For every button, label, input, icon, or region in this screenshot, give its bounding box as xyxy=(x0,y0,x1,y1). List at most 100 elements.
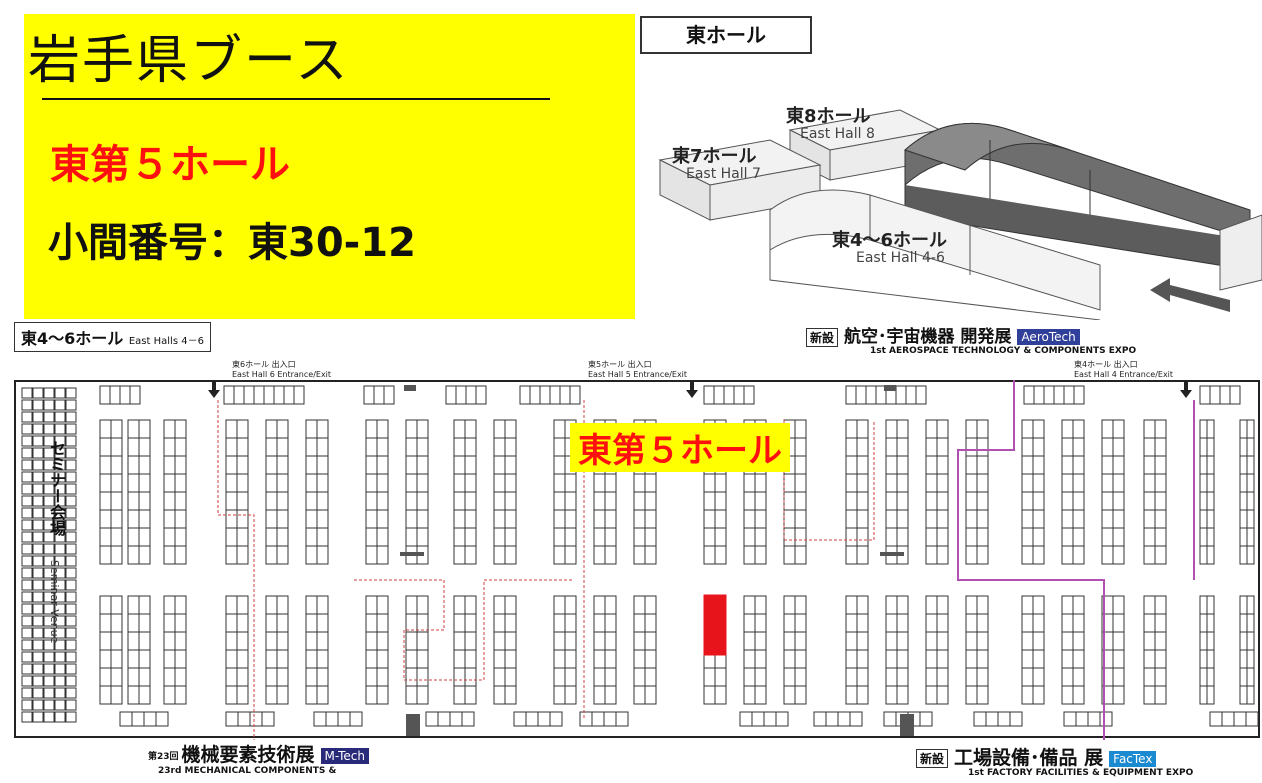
booth xyxy=(265,649,278,669)
booth xyxy=(416,509,429,529)
booth xyxy=(265,473,278,493)
booth xyxy=(896,509,909,529)
booth xyxy=(1206,595,1215,615)
booth xyxy=(453,527,466,547)
booth xyxy=(1112,419,1125,439)
booth xyxy=(1101,473,1114,493)
booth xyxy=(376,649,389,669)
booth xyxy=(21,711,33,723)
booth xyxy=(225,473,238,493)
booth xyxy=(936,649,949,669)
booth xyxy=(138,491,151,511)
booth xyxy=(225,631,238,651)
booth xyxy=(1199,509,1208,529)
booth xyxy=(445,385,457,405)
booth xyxy=(21,543,33,555)
booth xyxy=(453,437,466,457)
booth xyxy=(593,685,606,705)
booth xyxy=(464,595,477,615)
booth xyxy=(32,687,44,699)
booth xyxy=(236,509,249,529)
booth xyxy=(464,545,477,565)
booth xyxy=(65,591,77,603)
booth xyxy=(21,687,33,699)
booth xyxy=(21,459,33,471)
booth xyxy=(99,419,112,439)
booth xyxy=(376,595,389,615)
booth xyxy=(1021,685,1034,705)
booth xyxy=(54,603,66,615)
booth xyxy=(504,437,517,457)
booth xyxy=(174,613,187,633)
hall-6-entrance-en: East Hall 6 Entrance/Exit xyxy=(232,370,332,379)
booth xyxy=(845,527,858,547)
booth xyxy=(1112,491,1125,511)
booth xyxy=(845,385,857,405)
booth xyxy=(896,649,909,669)
booth xyxy=(896,631,909,651)
booth xyxy=(464,491,477,511)
booth xyxy=(276,595,289,615)
booth xyxy=(265,437,278,457)
mtech-inner-boundary xyxy=(354,579,574,681)
booth xyxy=(493,527,506,547)
booth xyxy=(856,595,869,615)
booth xyxy=(225,649,238,669)
booth xyxy=(1075,711,1089,727)
booth xyxy=(1061,509,1074,529)
booth xyxy=(644,631,657,651)
booth xyxy=(127,649,140,669)
booth xyxy=(1239,595,1248,615)
booth xyxy=(305,613,318,633)
booth xyxy=(493,545,506,565)
booth xyxy=(925,419,938,439)
booth xyxy=(65,495,77,507)
booth xyxy=(1101,491,1114,511)
hall-4-entrance-arrow-icon xyxy=(1180,380,1192,398)
booth xyxy=(236,437,249,457)
booth xyxy=(65,675,77,687)
booth xyxy=(65,603,77,615)
booth xyxy=(1199,545,1208,565)
booth xyxy=(325,711,339,727)
booth xyxy=(493,613,506,633)
booth xyxy=(593,473,606,493)
booth xyxy=(633,491,646,511)
iwate-booth-highlight[interactable] xyxy=(703,594,727,656)
booth xyxy=(464,473,477,493)
booth xyxy=(163,419,176,439)
floor-halls-label-ja: 東4～6ホール xyxy=(21,329,124,348)
booth xyxy=(265,527,278,547)
booth xyxy=(110,649,123,669)
pillar-marker xyxy=(404,385,416,391)
booth xyxy=(794,491,807,511)
booth xyxy=(376,509,389,529)
booth xyxy=(365,649,378,669)
booth xyxy=(265,455,278,475)
booth xyxy=(405,437,418,457)
booth xyxy=(276,509,289,529)
booth xyxy=(163,455,176,475)
booth xyxy=(138,649,151,669)
booth xyxy=(54,423,66,435)
booth xyxy=(276,437,289,457)
booth xyxy=(504,473,517,493)
booth xyxy=(754,649,767,669)
booth xyxy=(633,631,646,651)
booth xyxy=(1199,595,1208,615)
booth xyxy=(1072,509,1085,529)
hall-5-entrance-arrow-icon xyxy=(686,380,698,398)
booth xyxy=(845,595,858,615)
booth xyxy=(1023,385,1035,405)
booth xyxy=(43,519,55,531)
booth xyxy=(633,667,646,687)
booth xyxy=(138,527,151,547)
booth xyxy=(794,545,807,565)
booth xyxy=(127,527,140,547)
booth xyxy=(21,663,33,675)
booth xyxy=(754,473,767,493)
booth xyxy=(1061,631,1074,651)
booth xyxy=(976,545,989,565)
booth xyxy=(416,473,429,493)
booth xyxy=(316,613,329,633)
